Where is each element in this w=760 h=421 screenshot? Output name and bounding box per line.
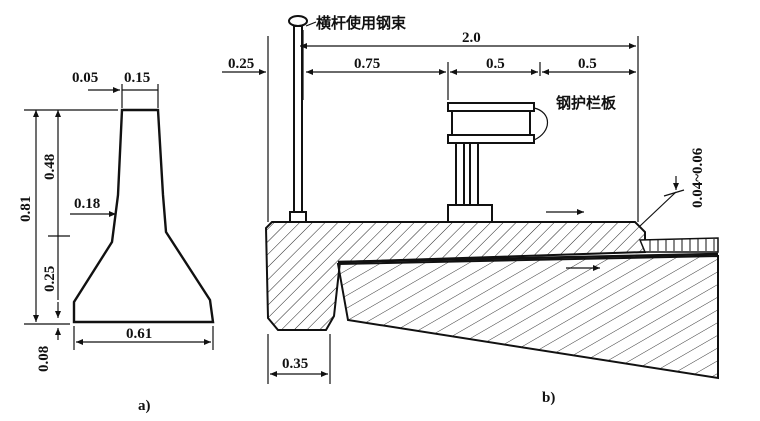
dim-upper-height: 0.48 (42, 154, 58, 180)
curb-slab (264, 221, 646, 331)
dim-total-width: 2.0 (462, 30, 481, 46)
dim-base-thickness: 0.08 (36, 346, 52, 372)
dim-span-2: 0.5 (486, 56, 505, 72)
pavement-texture (649, 239, 715, 251)
label-post-cable: 横杆使用钢束 (316, 14, 407, 32)
dim-top-width: 0.15 (124, 70, 150, 86)
dim-slope-offset: 0.18 (74, 196, 100, 212)
label-steel-guardrail: 钢护栏板 (556, 94, 617, 112)
dim-slope: 0.04~0.06 (690, 147, 706, 208)
figure-a: 0.05 0.15 0.81 0.48 0.25 0.08 0.18 0.61 … (18, 70, 215, 414)
dim-edge: 0.25 (228, 56, 254, 72)
dim-top-left: 0.05 (72, 70, 98, 86)
dim-span-1: 0.75 (354, 56, 380, 72)
dim-bottom: 0.35 (282, 356, 308, 372)
dim-span-3: 0.5 (578, 56, 597, 72)
caption-a: a) (138, 398, 151, 414)
deck-girder (336, 254, 719, 380)
dim-lower-height: 0.25 (42, 266, 58, 292)
barrier-profile (72, 108, 215, 324)
caption-b: b) (542, 390, 555, 406)
dim-base-width: 0.61 (126, 326, 152, 342)
dim-total-height: 0.81 (18, 196, 34, 222)
steel-guardrail (447, 102, 549, 223)
rail-post (288, 15, 308, 223)
figure-b: 横杆使用钢束 钢护栏板 2.0 0.25 0.75 0.5 0.5 (222, 14, 719, 406)
